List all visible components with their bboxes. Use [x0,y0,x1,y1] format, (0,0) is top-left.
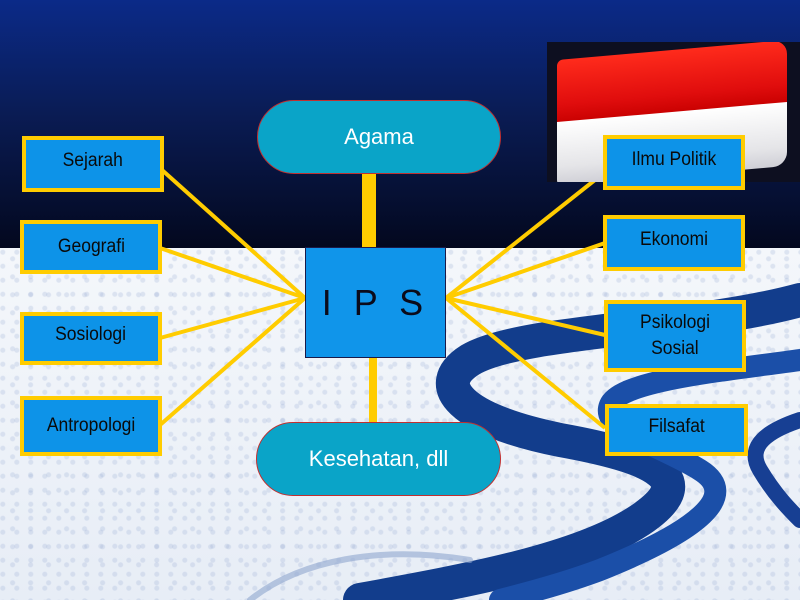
node-ekonomi-label: Ekonomi [639,229,708,250]
node-geografi: Geografi [20,220,162,274]
connector-filsafat [444,296,607,430]
connector-psikologi [445,296,606,337]
connector-sejarah [160,168,307,300]
connector-antropologi [158,296,307,427]
connector-geografi [159,246,306,300]
connector-ekonomi [445,241,606,300]
node-ilmu-politik-label: Ilmu Politik [631,149,717,170]
connector-ilmu-politik [444,170,607,300]
node-psikologi-label-line1: Psikologi [640,312,710,334]
node-ilmu-politik: Ilmu Politik [603,135,745,190]
node-ips: I P S [305,247,446,358]
node-sosiologi-label: Sosiologi [55,324,127,345]
node-ips-label: I P S [321,281,430,323]
connector-agama [362,173,376,248]
node-agama-label: Agama [344,124,414,149]
node-antropologi: Antropologi [20,396,162,456]
connector-lines [158,168,607,430]
river-swirl-decoration [247,283,800,600]
node-geografi-label: Geografi [57,236,125,258]
node-filsafat-label: Filsafat [648,416,705,437]
node-psikologi-sosial: Psikologi Sosial [604,300,746,372]
connector-sosiologi [159,296,306,340]
node-antropologi-label: Antropologi [46,415,136,437]
node-kesehatan: Kesehatan, dll [256,422,501,496]
node-psikologi-label-line2: Sosial [651,338,699,359]
connector-kesehatan [369,358,377,422]
node-sosiologi: Sosiologi [20,312,162,365]
node-sejarah-label: Sejarah [62,150,124,171]
node-agama: Agama [257,100,501,174]
node-filsafat: Filsafat [605,404,748,456]
node-kesehatan-label: Kesehatan, dll [308,446,449,471]
node-sejarah: Sejarah [22,136,164,192]
node-ekonomi: Ekonomi [603,215,745,271]
